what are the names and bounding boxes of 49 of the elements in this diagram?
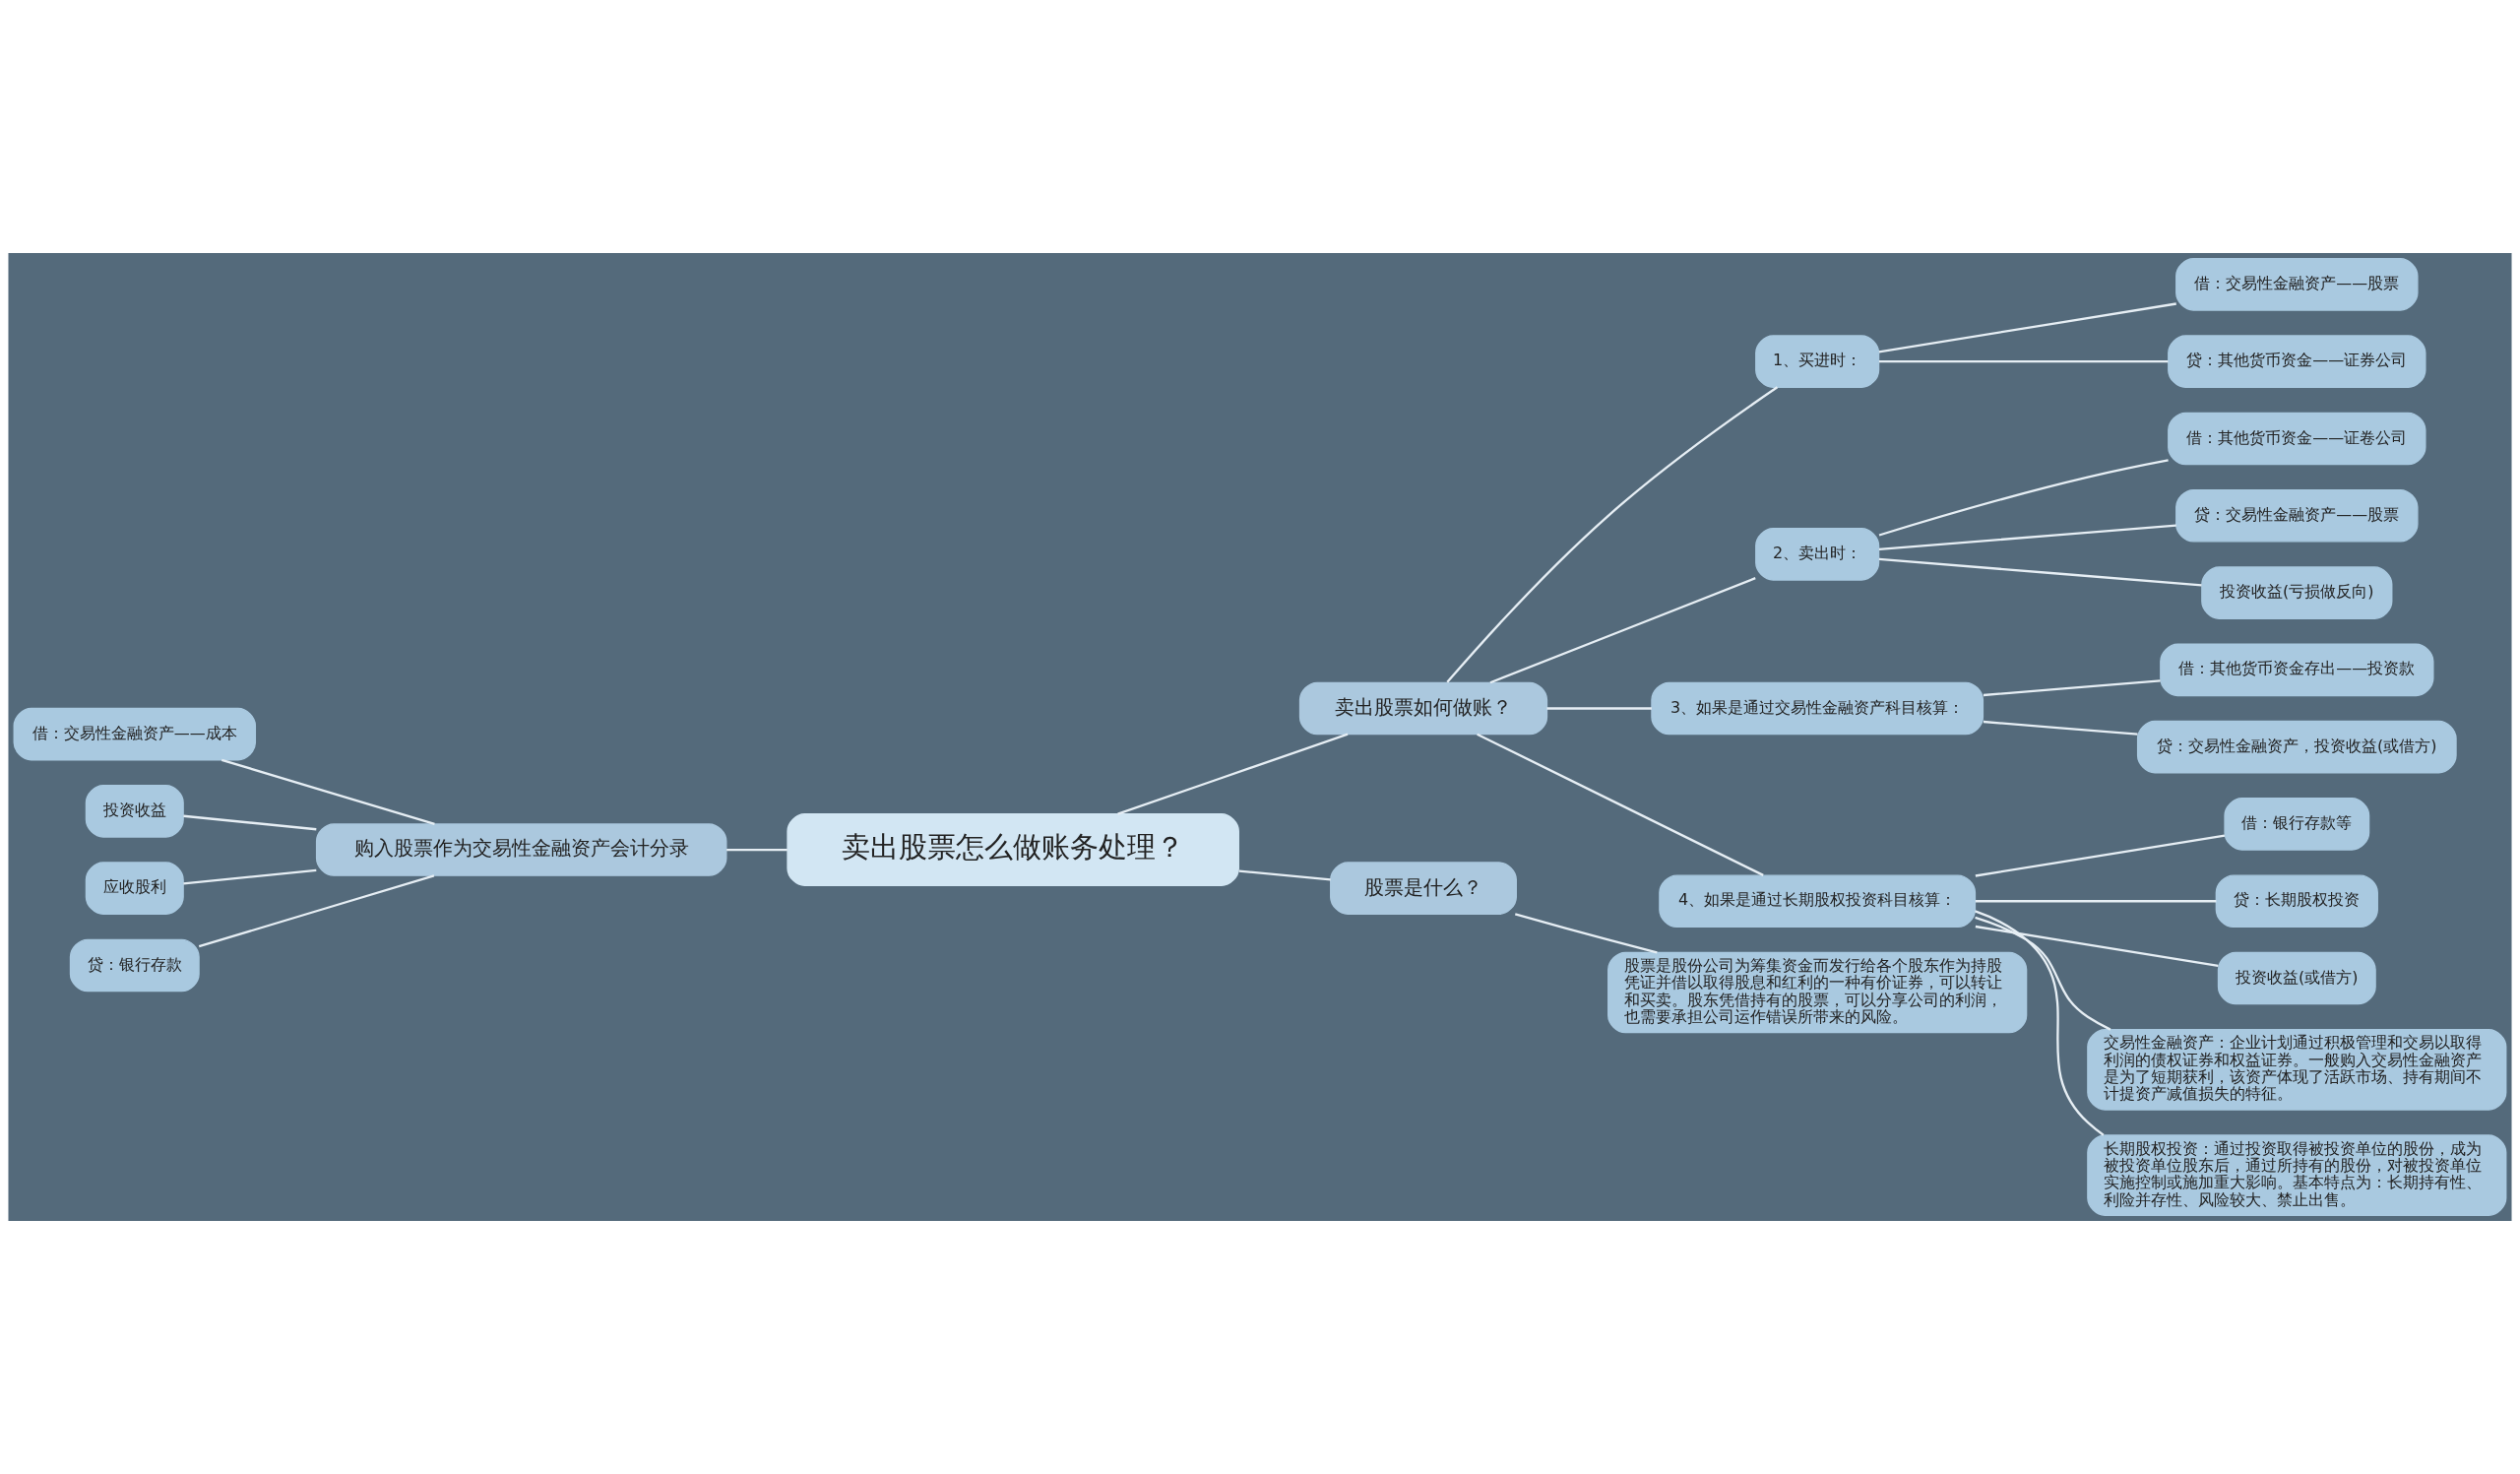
node-box: 4、如果是通过长期股权投资科目核算：	[1659, 874, 1977, 929]
node-box: 投资收益(亏损做反向)	[2201, 566, 2393, 619]
connector	[1975, 834, 2226, 877]
node-box: 3、如果是通过交易性金融资产科目核算：	[1651, 681, 1984, 736]
node-box: 交易性金融资产：企业计划通过积极管理和交易以取得利润的债权证券和权益证券。一般购入交易性金融资产是为了短期获利，该资产体现了活跃市场、持有期间不计提资产减值损失的特征。	[2087, 1029, 2507, 1111]
connector	[183, 814, 317, 831]
connector	[1446, 386, 1779, 683]
connector	[1878, 524, 2176, 551]
node-box: 借：银行存款等	[2224, 798, 2370, 851]
connector	[198, 874, 435, 948]
connector	[1546, 707, 1652, 710]
connector	[1983, 679, 2161, 697]
node-box: 长期股权投资：通过投资取得被投资单位的股份，成为被投资单位股东后，通过所持有的股份，对被投资单位实施控制或施加重大影响。基本特点为：长期持有性、利险并存性、风险较大、禁止出售。	[2087, 1134, 2507, 1216]
connector	[1975, 910, 2105, 1136]
node-box: 贷：长期股权投资	[2215, 874, 2378, 929]
connector	[1238, 869, 1331, 881]
connector	[1117, 733, 1349, 815]
node-box: 借：其他货币资金——证卷公司	[2168, 412, 2426, 466]
node-box: 应收股利	[85, 862, 184, 915]
connector	[1975, 925, 2219, 967]
connector	[1878, 459, 2169, 537]
connector	[1983, 720, 2138, 736]
node-box: 贷：银行存款	[69, 938, 200, 993]
connector	[1975, 900, 2217, 903]
connector	[1514, 913, 1658, 954]
node-box: 购入股票作为交易性金融资产会计分录	[315, 823, 727, 876]
node-box: 贷：交易性金融资产——股票	[2175, 488, 2419, 543]
node-box: 借：交易性金融资产——股票	[2175, 258, 2419, 311]
node-box: 贷：交易性金融资产，投资收益(或借方)	[2136, 720, 2457, 774]
connector	[1878, 360, 2169, 363]
node-box: 借：交易性金融资产——成本	[13, 707, 257, 761]
node-box: 卖出股票怎么做账务处理？	[787, 813, 1239, 886]
connector	[1477, 733, 1764, 876]
node-box: 2、卖出时：	[1755, 528, 1880, 581]
node-box: 投资收益	[85, 785, 184, 838]
connector	[1975, 916, 2111, 1031]
node-box: 贷：其他货币资金——证券公司	[2168, 335, 2426, 388]
connector	[220, 758, 435, 826]
connector	[726, 848, 788, 852]
connector	[1489, 577, 1756, 684]
connector	[183, 868, 317, 885]
node-box: 股票是什么？	[1330, 862, 1517, 915]
node-box: 借：其他货币资金存出——投资款	[2160, 643, 2434, 697]
node-box: 投资收益(或借方)	[2217, 951, 2376, 1005]
node-box: 1、买进时：	[1755, 335, 1880, 388]
connector	[1878, 302, 2176, 353]
connector	[1878, 557, 2202, 587]
node-box: 卖出股票如何做账？	[1298, 681, 1548, 736]
node-box: 股票是股份公司为筹集资金而发行给各个股东作为持股凭证并借以取得股息和红利的一种有价证券，可以转让和买卖。股东凭借持有的股票，可以分享公司的利润，也需要承担公司运作错误所带来的风险。	[1607, 951, 2028, 1034]
